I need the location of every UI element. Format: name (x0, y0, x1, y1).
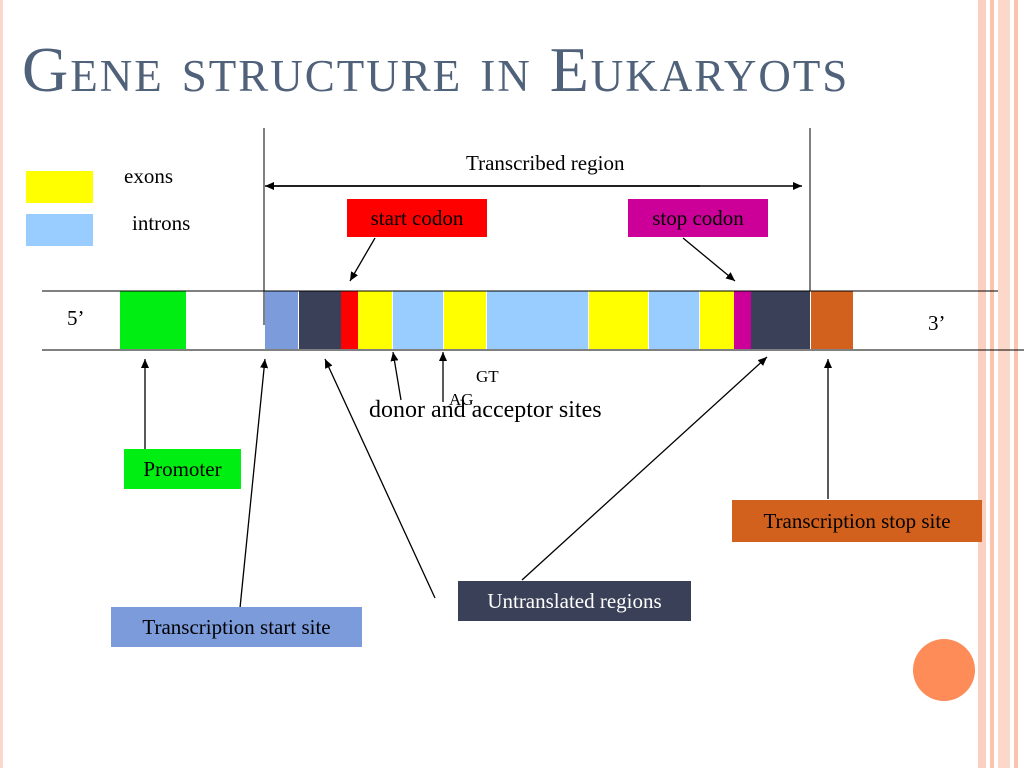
stop-codon-box: stop codon (628, 199, 768, 237)
decorative-rail (1014, 0, 1018, 768)
three-prime-label: 3’ (928, 311, 946, 335)
tss-arrow (239, 358, 269, 609)
start-codon-arrow (349, 237, 376, 282)
gt-label: GT (476, 367, 499, 386)
donor-acceptor-label: donor and acceptor sites (369, 397, 602, 423)
intron-segment (649, 291, 699, 349)
promoter-region (120, 291, 186, 349)
start-codon-box: start codon (347, 199, 487, 237)
exon-segment (700, 291, 734, 349)
utr-3-arrow (521, 356, 768, 581)
intron-segment (393, 291, 443, 349)
start-codon-segment (341, 291, 358, 349)
utr-3-segment (751, 291, 810, 349)
transcribed-region-label: Transcribed region (466, 151, 625, 175)
transcription-stop-segment (811, 291, 853, 349)
promoter-box: Promoter (124, 449, 241, 489)
utr-5-arrow (324, 358, 436, 599)
decorative-rail (0, 0, 3, 768)
slide-title: Gene structure in Eukaryots (22, 34, 850, 105)
decorative-rail (998, 0, 1010, 768)
transcription-start-segment (265, 291, 298, 349)
untranslated-regions-box: Untranslated regions (458, 581, 691, 621)
exon-segment (358, 291, 392, 349)
legend-exon-swatch (26, 171, 93, 203)
intron-segment (487, 291, 588, 349)
legend-introns-label: introns (132, 211, 191, 235)
donor-arrow (390, 351, 402, 401)
transcription-start-site-box: Transcription start site (111, 607, 362, 647)
legend-intron-swatch (26, 214, 93, 246)
utr-5-segment (299, 291, 341, 349)
stop-codon-arrow (682, 237, 736, 282)
decorative-rail (990, 0, 994, 768)
five-prime-label: 5’ (67, 306, 85, 330)
stop-codon-segment (734, 291, 751, 349)
ag-label: AG (449, 390, 474, 409)
transcription-stop-site-box: Transcription stop site (732, 500, 982, 542)
decorative-rail (978, 0, 986, 768)
exon-segment (589, 291, 648, 349)
decorative-circle (913, 639, 975, 701)
legend-exons-label: exons (124, 164, 173, 188)
exon-segment (444, 291, 486, 349)
